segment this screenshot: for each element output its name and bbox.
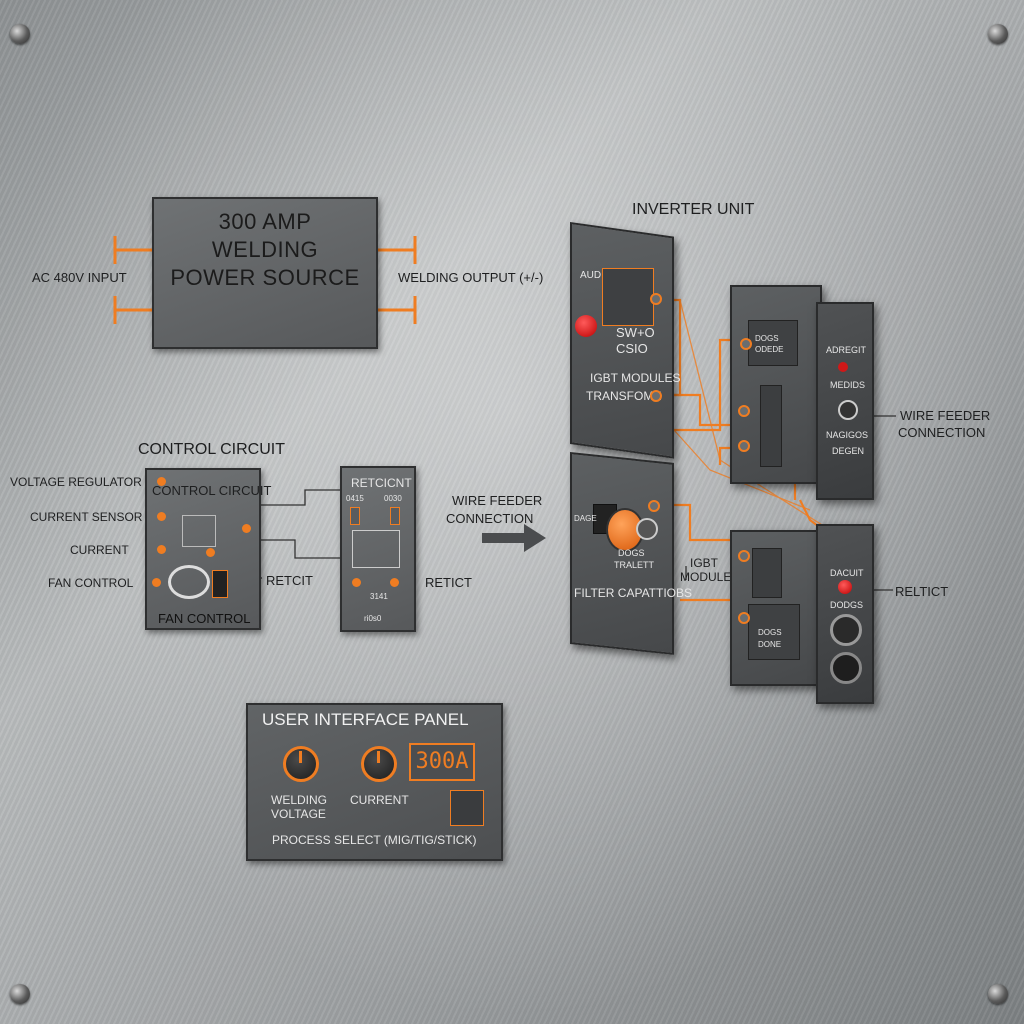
inverter-small-label: AUDIS (580, 270, 611, 281)
user-interface-panel (246, 703, 503, 861)
welding-voltage-label: WELDING (271, 793, 328, 807)
connector-dot (352, 578, 361, 587)
wire-feeder-socket-icon (838, 400, 858, 420)
output-right-label-2: DODGS (830, 600, 864, 610)
welding-voltage-label-2: VOLTAGE (271, 807, 326, 821)
connector-dot (157, 512, 166, 521)
transformer-label: TRANSFOME (586, 389, 662, 403)
corner-screw-icon (10, 24, 30, 44)
side-label-voltage-regulator: VOLTAGE REGULATOR (10, 475, 142, 489)
wire-feeder-arrow-label: WIRE FEEDER (452, 493, 543, 508)
process-select-switch[interactable] (450, 790, 484, 826)
inverter-module-box (748, 320, 798, 366)
switch-label-1: SW+O (616, 325, 655, 340)
red-indicator-light (838, 362, 848, 372)
terminal-dot (650, 293, 662, 305)
side-label-current: CURRENT (70, 543, 129, 557)
power-source-block (152, 197, 378, 349)
relay-switch (350, 507, 360, 525)
terminal-dot (738, 612, 750, 624)
terminal-dot (650, 390, 662, 402)
filter-label-1: DAGE (574, 514, 597, 523)
igbt-moduler-label: IGBT (690, 556, 719, 570)
output-right-label: DACUIT (830, 568, 864, 578)
side-label-fan-control: FAN CONTROL (48, 576, 134, 590)
terminal-dot (738, 440, 750, 452)
relay-small-label: 0415 (346, 494, 364, 503)
relay-label-right: RETICT (425, 575, 472, 590)
terminal-dot (738, 405, 750, 417)
igbt-modules-label: IGBT MODULES (590, 371, 681, 385)
fan-icon (168, 565, 210, 599)
rear-panel-label-4: DEGEN (832, 446, 865, 456)
current-label: CURRENT (350, 793, 409, 807)
control-circuit-heading: CONTROL CIRCUIT (138, 441, 285, 458)
user-interface-title: USER INTERFACE PANEL (262, 710, 469, 729)
fan-control-label: FAN CONTROL (158, 611, 251, 626)
welding-output-label: WELDING OUTPUT (+/-) (398, 270, 544, 285)
control-circuit-panel-title: CONTROL CIRCUIT (152, 483, 272, 498)
ac-input-label: AC 480V INPUT (32, 270, 127, 285)
connector-dot (242, 524, 251, 533)
output-relay-block (752, 548, 782, 598)
relay-switch (390, 507, 400, 525)
terminal-dot (738, 550, 750, 562)
inverter-control-board (602, 268, 654, 326)
relay-small-label: 0030 (384, 494, 402, 503)
output-module-box (748, 604, 800, 660)
power-source-title-line2: WELDING (211, 237, 319, 262)
wire-feeder-connection-label-2: CONNECTION (898, 425, 986, 440)
output-terminal-icon (830, 614, 862, 646)
current-knob[interactable] (361, 746, 397, 782)
relay-block (352, 530, 400, 568)
corner-screw-icon (988, 24, 1008, 44)
welding-voltage-knob[interactable] (283, 746, 319, 782)
side-label-current-sensor: CURRENT SENSOR (30, 510, 143, 524)
relay-panel-title: RETCICNT (351, 476, 412, 490)
filter-label-3: TRALETT (614, 560, 655, 570)
current-display: 300A (409, 743, 475, 781)
corner-screw-icon (10, 984, 30, 1004)
connector-dot (206, 548, 215, 557)
filter-capacitors-label: FILTER CAPATTIOBS (574, 586, 693, 600)
output-box-label: DOGS (758, 628, 782, 637)
capacitor-cap-icon (636, 518, 658, 540)
connector-dot (390, 578, 399, 587)
connector-dot (152, 578, 161, 587)
igbt-moduler-label-2: MODULER (680, 570, 741, 584)
wire-feeder-connection-label: WIRE FEEDER (900, 408, 991, 423)
filter-label-2: DOGS (618, 548, 645, 558)
connector-dot (157, 477, 166, 486)
rear-panel-label-1: ADREGIT (826, 345, 867, 355)
inverter-unit-heading: INVERTER UNIT (632, 201, 755, 218)
connector-dot (157, 545, 166, 554)
sensor-module (182, 515, 216, 547)
module-box-label-2: ODEDE (755, 345, 784, 354)
relay-right-label: RELTICT (895, 584, 949, 599)
rear-panel-label-2: MEDIDS (830, 380, 866, 390)
power-source-title-line1: 300 AMP (218, 209, 312, 234)
rear-panel-label-3: NAGIGOS (826, 430, 869, 440)
relay-label-left: RETCIT (266, 573, 313, 588)
fan-connector (212, 570, 228, 598)
output-terminal-icon (830, 652, 862, 684)
corner-screw-icon (988, 984, 1008, 1004)
terminal-dot (648, 500, 660, 512)
module-box-label: DOGS (755, 334, 779, 343)
red-indicator-light (838, 580, 852, 594)
output-box-label-2: DONE (758, 640, 782, 649)
terminal-dot (740, 338, 752, 350)
switch-label-2: CSIO (616, 341, 648, 356)
capacitor-stack (760, 385, 782, 467)
process-select-label: PROCESS SELECT (MIG/TIG/STICK) (272, 833, 477, 847)
wire-feeder-arrow-label-2: CONNECTION (446, 511, 534, 526)
relay-small-label: ri0s0 (364, 614, 382, 623)
relay-small-label: 3141 (370, 592, 388, 601)
power-source-title-line3: POWER SOURCE (170, 265, 360, 290)
red-indicator-light (575, 315, 597, 337)
